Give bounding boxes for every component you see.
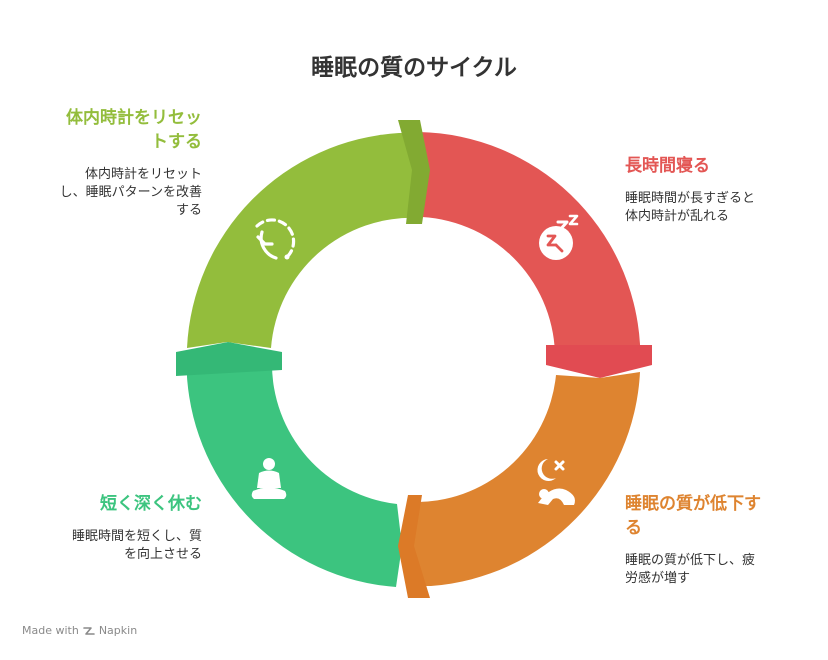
heading-long: 長時間寝る (625, 156, 710, 176)
label-long: 長時間寝る 睡眠時間が長すぎると 体内時計が乱れる (625, 154, 805, 226)
description-short: 睡眠時間を短くし、質 を向上させる (20, 528, 202, 564)
segment-quality (411, 372, 640, 586)
description-quality-line-1: 睡眠の質が低下し、疲 (625, 553, 756, 568)
description-short-line-2: を向上させる (123, 547, 202, 562)
heading-quality: 睡眠の質が低下す る (625, 492, 795, 540)
napkin-logo-icon (83, 626, 95, 635)
clock-reset-icon (255, 218, 296, 260)
connector-bottom (398, 495, 430, 598)
description-long-line-2: 体内時計が乱れる (625, 209, 730, 224)
heading-quality-line-1: 睡眠の質が低下す (625, 494, 761, 514)
heading-reset-line-1: 体内時計をリセッ (66, 108, 202, 128)
footer-brand: Napkin (98, 624, 138, 637)
description-reset: 体内時計をリセット し、睡眠パターンを改善 する (30, 166, 202, 220)
segment-long (419, 132, 640, 360)
description-long-line-1: 睡眠時間が長すぎると (625, 191, 756, 206)
sleep-zzz-icon (539, 214, 579, 260)
connector-right (546, 345, 652, 378)
description-short-line-1: 睡眠時間を短くし、質 (71, 529, 202, 544)
footer-made-with: Made with (22, 624, 79, 637)
description-reset-line-2: し、睡眠パターンを改善 (59, 185, 202, 200)
label-quality: 睡眠の質が低下す る 睡眠の質が低下し、疲 労感が増す (625, 492, 795, 588)
description-quality: 睡眠の質が低下し、疲 労感が増す (625, 552, 795, 588)
connector-top (398, 120, 430, 224)
segment-short (187, 362, 402, 587)
label-short: 短く深く休む 睡眠時間を短くし、質 を向上させる (20, 492, 202, 564)
description-reset-line-3: する (175, 203, 202, 218)
heading-quality-line-2: る (625, 518, 642, 538)
description-quality-line-2: 労感が増す (625, 571, 691, 586)
heading-reset: 体内時計をリセッ トする (30, 106, 202, 154)
page-title: 睡眠の質のサイクル (311, 55, 517, 81)
description-long: 睡眠時間が長すぎると 体内時計が乱れる (625, 190, 805, 226)
heading-reset-line-2: トする (151, 132, 202, 152)
heading-short: 短く深く休む (100, 494, 202, 514)
label-reset: 体内時計をリセッ トする 体内時計をリセット し、睡眠パターンを改善 する (30, 106, 202, 220)
segment-reset (187, 133, 419, 348)
description-reset-line-1: 体内時計をリセット (84, 167, 202, 182)
footer-credit[interactable]: Made with Napkin (22, 624, 137, 637)
meditation-icon (251, 458, 287, 499)
tired-person-icon (537, 459, 575, 505)
connector-left (176, 342, 282, 376)
